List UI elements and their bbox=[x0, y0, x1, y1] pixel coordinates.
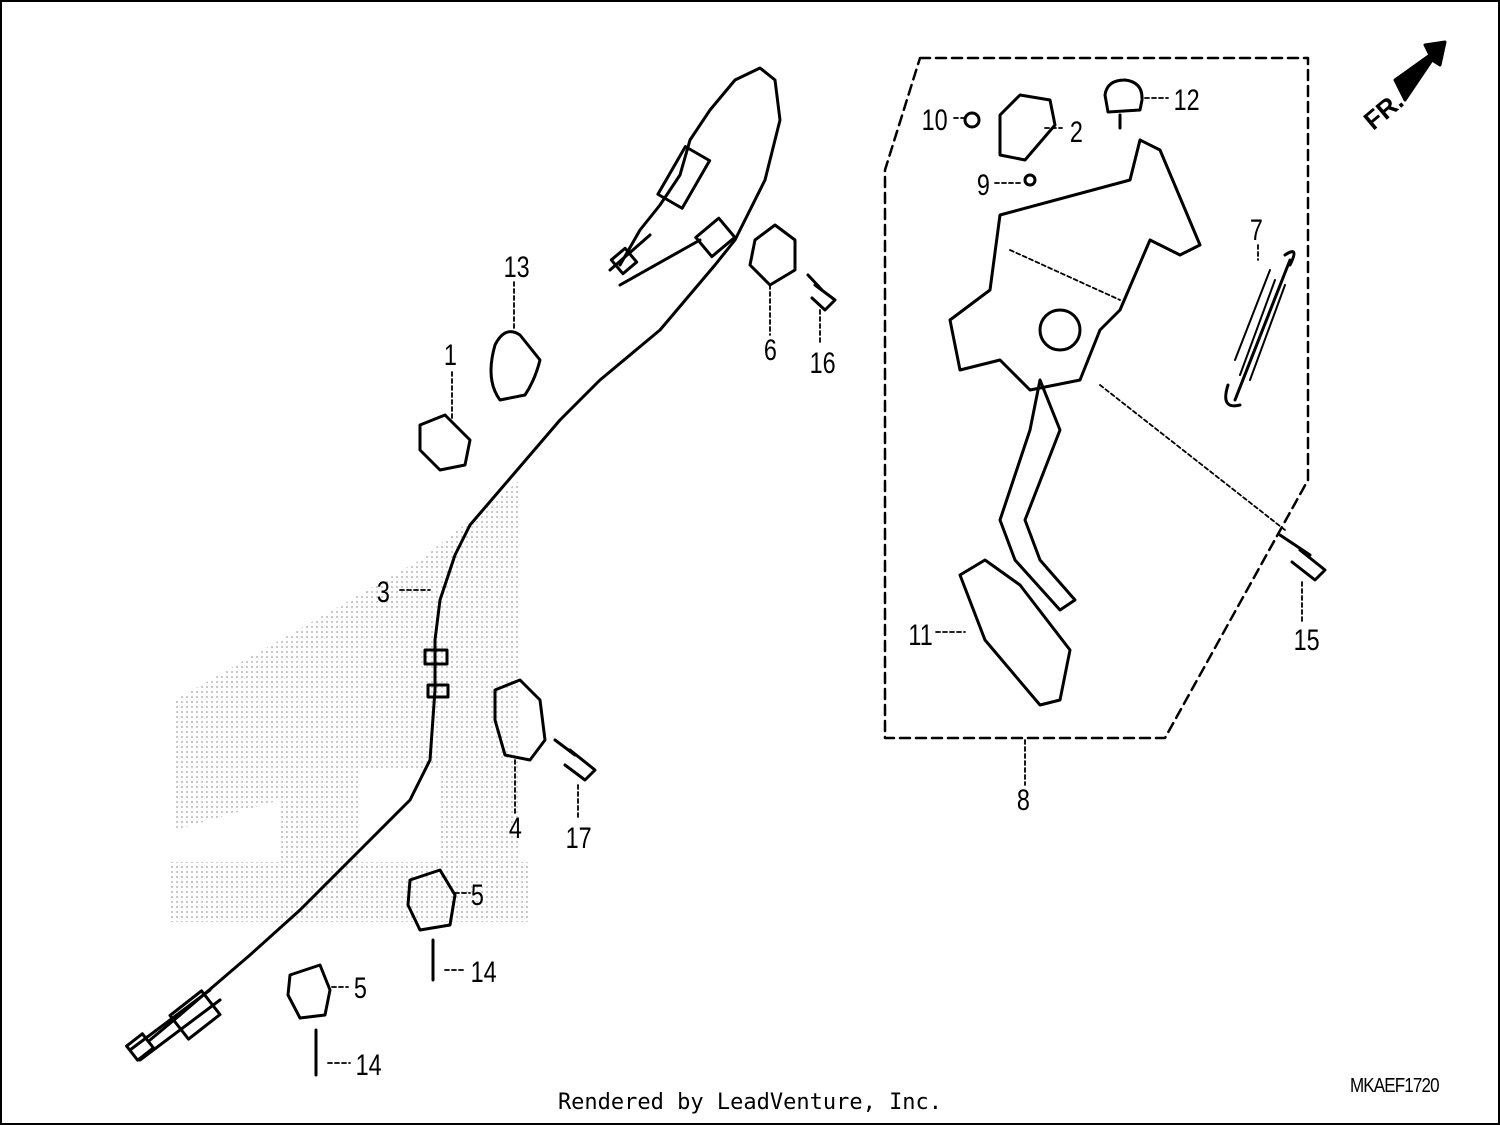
callout-1: 1 bbox=[444, 338, 457, 371]
pedal-arm bbox=[998, 378, 1077, 612]
footer-credit: Rendered by LeadVenture, Inc. bbox=[557, 1090, 943, 1115]
bracket-6 bbox=[748, 223, 797, 287]
callout-3: 3 bbox=[377, 575, 390, 608]
callout-17: 17 bbox=[566, 821, 592, 854]
cap-12 bbox=[1103, 78, 1144, 130]
bolt-15 bbox=[1278, 533, 1327, 582]
callout-7: 7 bbox=[1250, 213, 1263, 246]
callout-5a: 5 bbox=[471, 878, 484, 911]
callout-13: 13 bbox=[504, 250, 530, 283]
callout-5b: 5 bbox=[354, 971, 367, 1004]
nut-10 bbox=[963, 111, 981, 129]
diagram-code: MKAEF1720 bbox=[1350, 1075, 1440, 1097]
callout-4: 4 bbox=[509, 811, 522, 844]
callout-14a: 14 bbox=[471, 955, 497, 988]
callout-11: 11 bbox=[908, 618, 932, 651]
bolt-17 bbox=[553, 738, 597, 782]
brake-cable bbox=[125, 66, 782, 1062]
callout-16: 16 bbox=[810, 346, 836, 379]
switch-2 bbox=[998, 93, 1057, 162]
assembly-box-8 bbox=[883, 56, 1310, 740]
spring-7 bbox=[1224, 250, 1296, 408]
pedal-bracket bbox=[948, 138, 1202, 392]
callout-15: 15 bbox=[1294, 623, 1320, 656]
callout-8: 8 bbox=[1017, 783, 1030, 816]
clip-1 bbox=[418, 413, 472, 472]
clip-5-upper bbox=[406, 868, 457, 932]
callout-6: 6 bbox=[764, 333, 777, 366]
callout-14b: 14 bbox=[356, 1048, 382, 1081]
callout-12: 12 bbox=[1174, 83, 1200, 116]
clamp-13 bbox=[489, 330, 542, 402]
pivot-hub bbox=[1038, 308, 1082, 352]
spring-coils bbox=[1234, 269, 1286, 381]
callout-9: 9 bbox=[977, 168, 990, 201]
plate-4 bbox=[493, 678, 547, 762]
washer-9 bbox=[1023, 173, 1037, 187]
leader-lines bbox=[327, 97, 1303, 1064]
clip-5-lower bbox=[286, 963, 332, 1020]
pedal-pad-11 bbox=[958, 558, 1072, 707]
brand-watermark bbox=[168, 480, 528, 922]
bolt-16 bbox=[806, 273, 837, 312]
front-direction-arrow bbox=[1393, 40, 1447, 102]
callout-10: 10 bbox=[922, 103, 948, 136]
callout-2: 2 bbox=[1070, 115, 1083, 148]
